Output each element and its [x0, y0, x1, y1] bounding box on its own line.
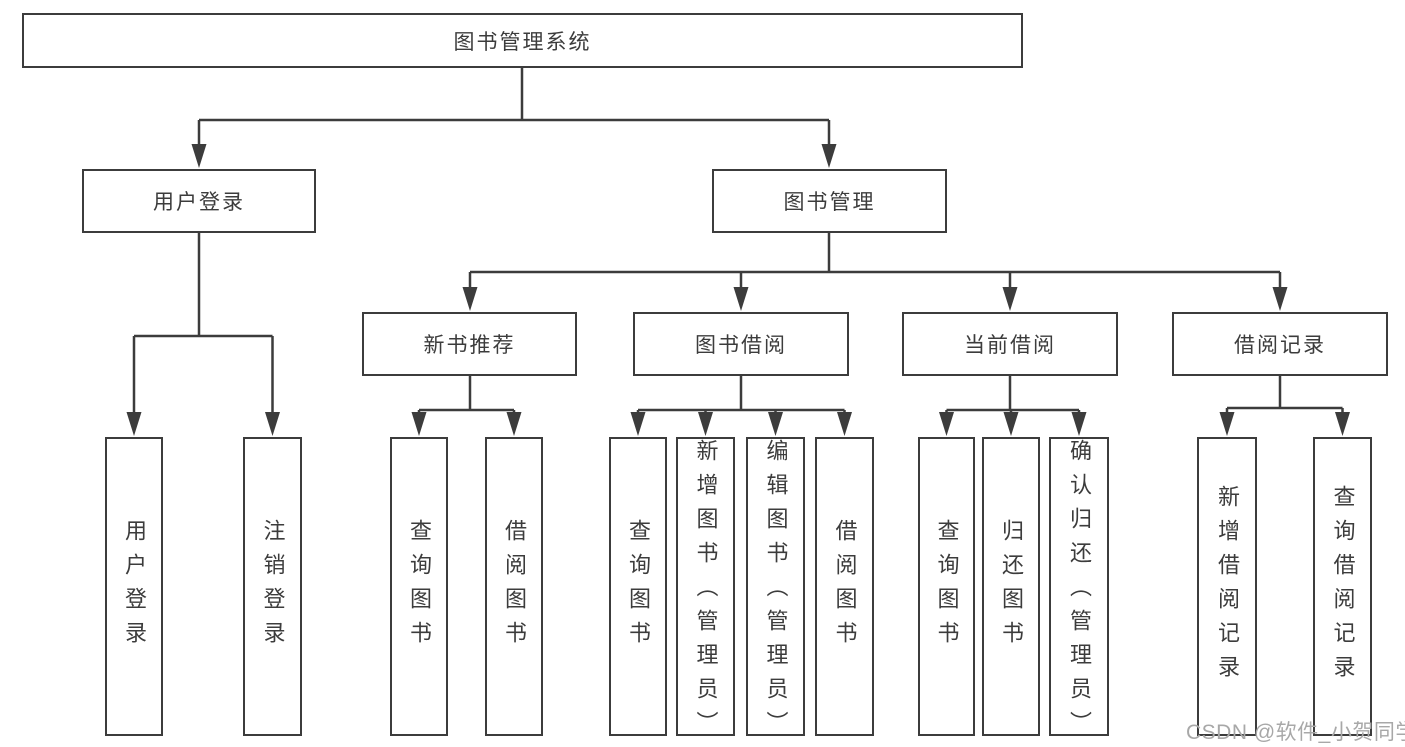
leaf-query-books-borrowing-label: 查询图书 — [626, 518, 651, 655]
leaf-user-login: 用户登录 — [105, 437, 163, 736]
node-borrowing-records-label: 借阅记录 — [1234, 334, 1326, 357]
arrowhead-icons — [126, 144, 1350, 436]
node-user-login: 用户登录 — [82, 169, 316, 233]
leaf-query-borrow-record-label: 查询借阅记录 — [1330, 484, 1356, 689]
leaf-add-borrow-record-label: 新增借阅记录 — [1215, 484, 1240, 689]
leaf-query-books-recommend: 查询图书 — [390, 437, 448, 736]
node-borrowing-records: 借阅记录 — [1172, 312, 1388, 376]
node-current-borrowing: 当前借阅 — [902, 312, 1118, 376]
leaf-query-books-current-label: 查询图书 — [934, 518, 960, 655]
leaf-add-books-admin-label: 新增图书（管理员） — [693, 439, 719, 745]
node-library-system-label: 图书管理系统 — [453, 30, 592, 54]
leaf-logout-label: 注销登录 — [260, 518, 286, 655]
node-current-borrowing-label: 当前借阅 — [964, 334, 1056, 357]
leaf-edit-books-admin-label: 编辑图书（管理员） — [763, 439, 789, 745]
node-book-borrowing-label: 图书借阅 — [695, 334, 787, 357]
leaf-borrow-books-recommend-label: 借阅图书 — [502, 518, 527, 655]
leaf-query-borrow-record: 查询借阅记录 — [1313, 437, 1372, 736]
leaf-borrow-books-recommend: 借阅图书 — [485, 437, 543, 736]
leaf-borrow-books-borrowing-label: 借阅图书 — [832, 518, 858, 655]
leaf-add-borrow-record: 新增借阅记录 — [1197, 437, 1257, 736]
leaf-return-books-label: 归还图书 — [999, 518, 1024, 655]
leaf-logout: 注销登录 — [243, 437, 302, 736]
leaf-query-books-current: 查询图书 — [918, 437, 975, 736]
node-new-book-recommendation: 新书推荐 — [362, 312, 577, 376]
leaf-confirm-return-admin: 确认归还（管理员） — [1049, 437, 1109, 745]
leaf-add-books-admin: 新增图书（管理员） — [676, 437, 735, 745]
node-library-system: 图书管理系统 — [22, 13, 1023, 68]
node-book-management: 图书管理 — [712, 169, 947, 233]
node-new-book-recommendation-label: 新书推荐 — [423, 334, 516, 357]
leaf-borrow-books-borrowing: 借阅图书 — [815, 437, 874, 736]
leaf-edit-books-admin: 编辑图书（管理员） — [746, 437, 805, 745]
leaf-query-books-recommend-label: 查询图书 — [407, 518, 432, 655]
node-book-borrowing: 图书借阅 — [633, 312, 849, 376]
leaf-confirm-return-admin-label: 确认归还（管理员） — [1067, 439, 1092, 745]
watermark: CSDN @软件_小贺同学 — [1186, 721, 1405, 744]
leaf-user-login-label: 用户登录 — [122, 518, 147, 655]
leaf-return-books: 归还图书 — [982, 437, 1040, 736]
node-book-management-label: 图书管理 — [783, 191, 876, 214]
leaf-query-books-borrowing: 查询图书 — [609, 437, 667, 736]
node-user-login-label: 用户登录 — [153, 191, 245, 214]
